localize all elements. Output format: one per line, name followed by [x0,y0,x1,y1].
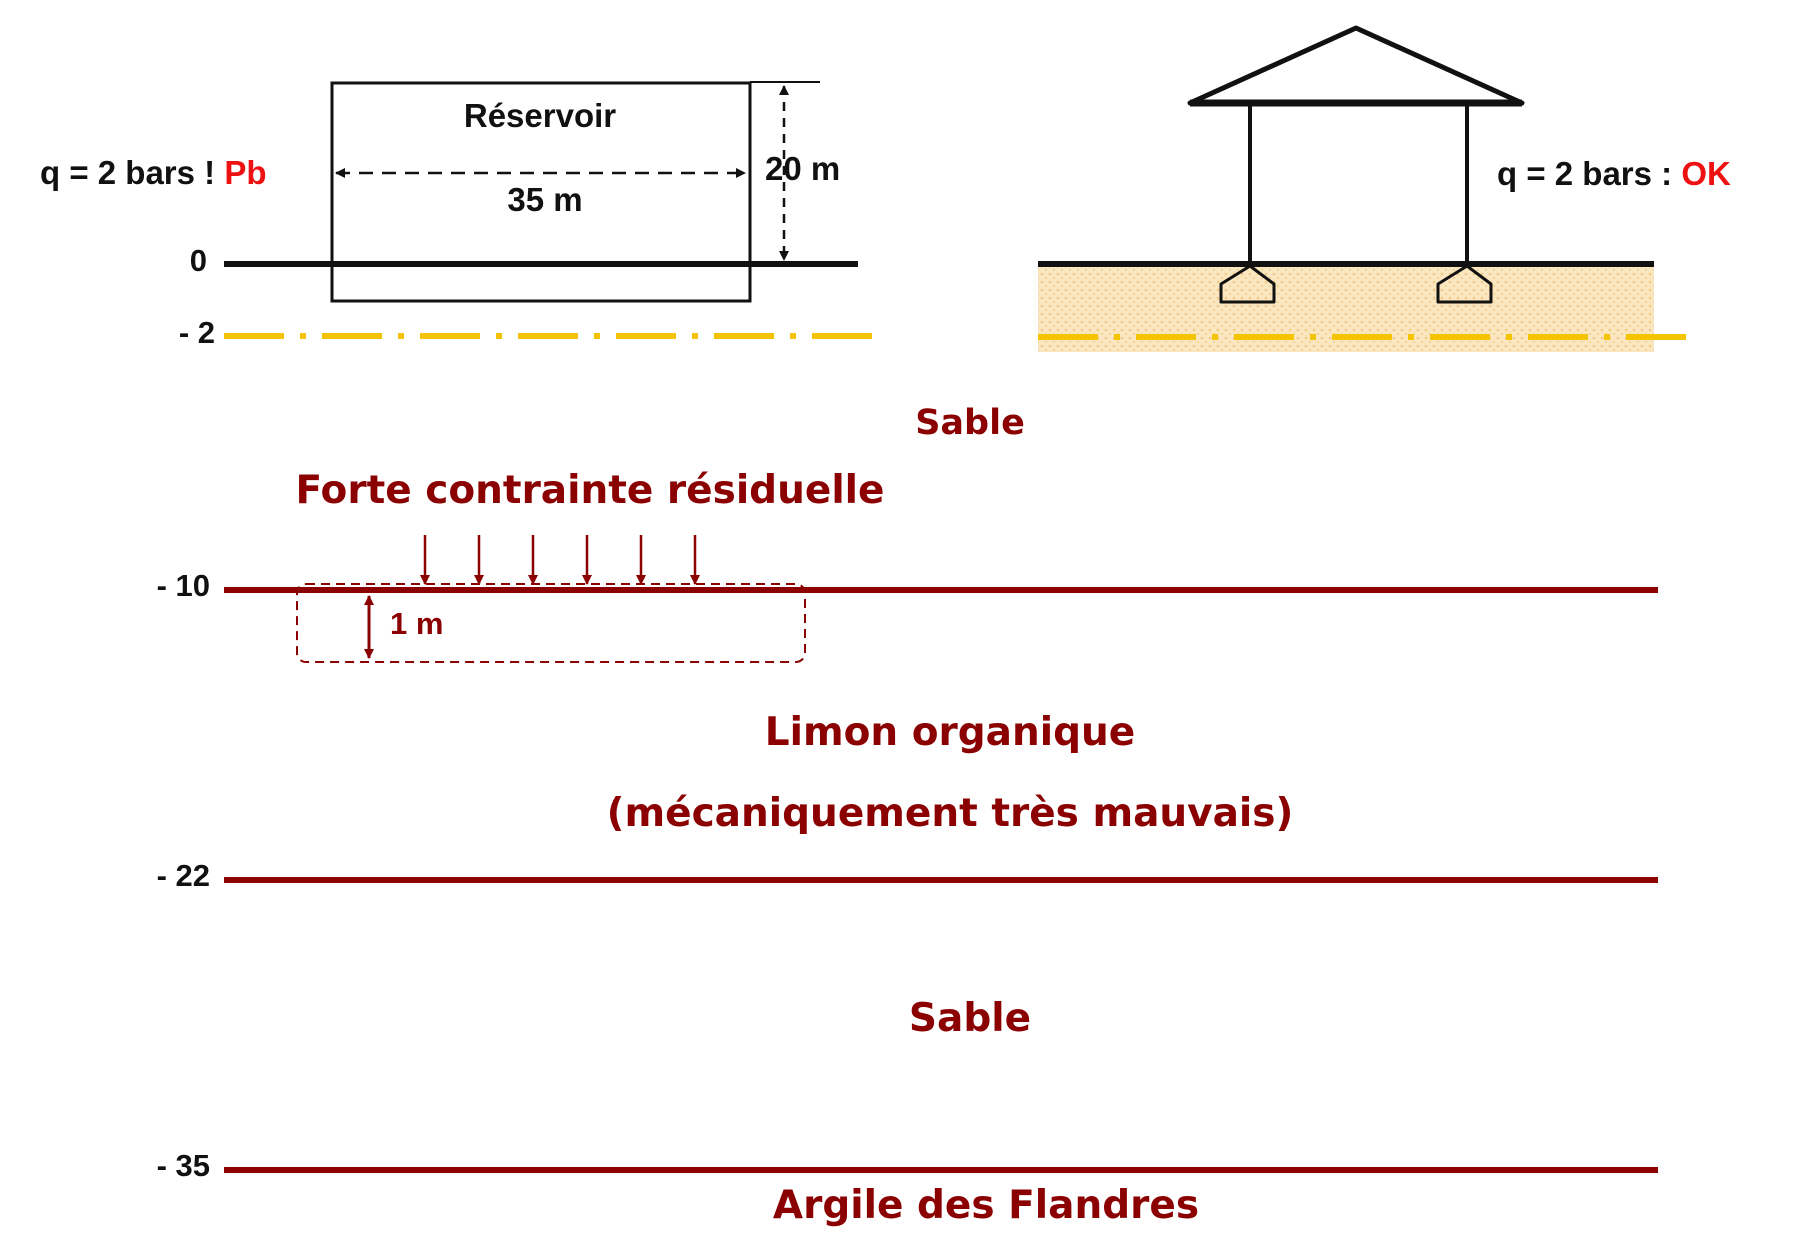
depth-2: - 2 [179,315,215,350]
width-dimension-label: 35 m [507,181,582,218]
sand-top-label: Sable [915,403,1025,443]
reservoir-label: Réservoir [464,97,616,134]
left-load-label: q = 2 bars ! Pb [40,154,267,191]
clay-label: Argile des Flandres [773,1183,1199,1228]
stress-zone-box [296,583,806,663]
depth-10: - 10 [157,568,210,603]
limon-name: Limon organique [765,710,1136,755]
stress-thickness-label: 1 m [390,606,443,641]
depth-scale: 0 - 2 - 10 - 22 - 35 [157,243,215,1183]
right-load-verdict: OK [1681,155,1731,192]
residual-stress-arrows [420,535,700,585]
right-load-label: q = 2 bars : OK [1497,155,1731,192]
left-load-verdict: Pb [224,154,266,191]
depth-0: 0 [190,243,207,278]
limon-note: (mécaniquement très mauvais) [607,791,1294,836]
height-dimension-label: 20 m [765,150,840,187]
house-panel: q = 2 bars : OK [1038,25,1731,352]
reservoir-panel: Réservoir 35 m 20 m q = 2 bars ! Pb [40,81,876,339]
sand-bottom-label: Sable [909,996,1031,1041]
residual-stress-title: Forte contrainte résiduelle [295,468,884,513]
house-on-footings-icon [1187,25,1525,304]
soil-layers: Sable Forte contrainte résiduelle 1 m Li… [224,403,1658,1228]
depth-22: - 22 [157,858,210,893]
depth-35: - 35 [157,1148,210,1183]
reservoir-tank [330,81,752,303]
